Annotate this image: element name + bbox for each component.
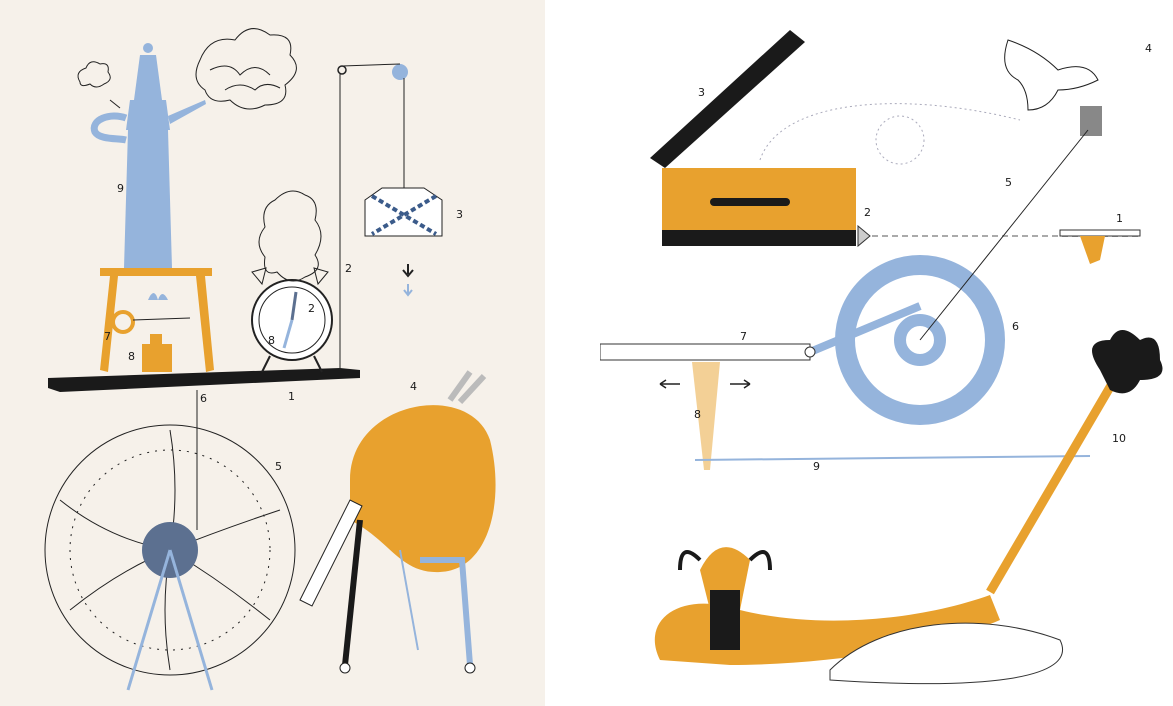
- dotted-path: [760, 104, 1020, 160]
- label-6: 6: [200, 392, 207, 405]
- clock-label-2: 2: [308, 302, 315, 315]
- label-4: 4: [1145, 42, 1152, 55]
- label-8: 8: [694, 408, 701, 421]
- label-5: 5: [1005, 176, 1012, 189]
- flower-stick: [990, 330, 1163, 592]
- label-1: 1: [288, 390, 295, 403]
- dove-box: [1080, 106, 1102, 136]
- label-3: 3: [698, 86, 705, 99]
- label-9: 9: [117, 182, 124, 195]
- label-8: 8: [128, 350, 135, 363]
- left-illustration-panel: 9 7 8 6 1 2 3 4 5 2 8: [0, 0, 545, 706]
- label-7: 7: [104, 330, 111, 343]
- label-2: 2: [864, 206, 871, 219]
- label-7: 7: [740, 330, 747, 343]
- lidded-box: [650, 30, 856, 246]
- dove: [1005, 40, 1098, 110]
- label-4: 4: [410, 380, 417, 393]
- dotted-circle: [876, 116, 924, 164]
- label-6: 6: [1012, 320, 1019, 333]
- label-3: 3: [456, 208, 463, 221]
- label-1: 1: [1116, 212, 1123, 225]
- label-2: 2: [345, 262, 352, 275]
- label-10: 10: [1112, 432, 1126, 445]
- right-illustration-panel: 3 4 5 2 1 6 7 8 9 10: [600, 0, 1173, 706]
- left-illustration: 9 7 8 6 1 2 3 4 5 2 8: [0, 0, 545, 706]
- spinning-wheel: [845, 130, 1088, 415]
- label-9: 9: [813, 460, 820, 473]
- clock-label-8: 8: [268, 334, 275, 347]
- string: [695, 456, 1090, 460]
- right-illustration: 3 4 5 2 1 6 7 8 9 10: [600, 0, 1173, 706]
- label-5: 5: [275, 460, 282, 473]
